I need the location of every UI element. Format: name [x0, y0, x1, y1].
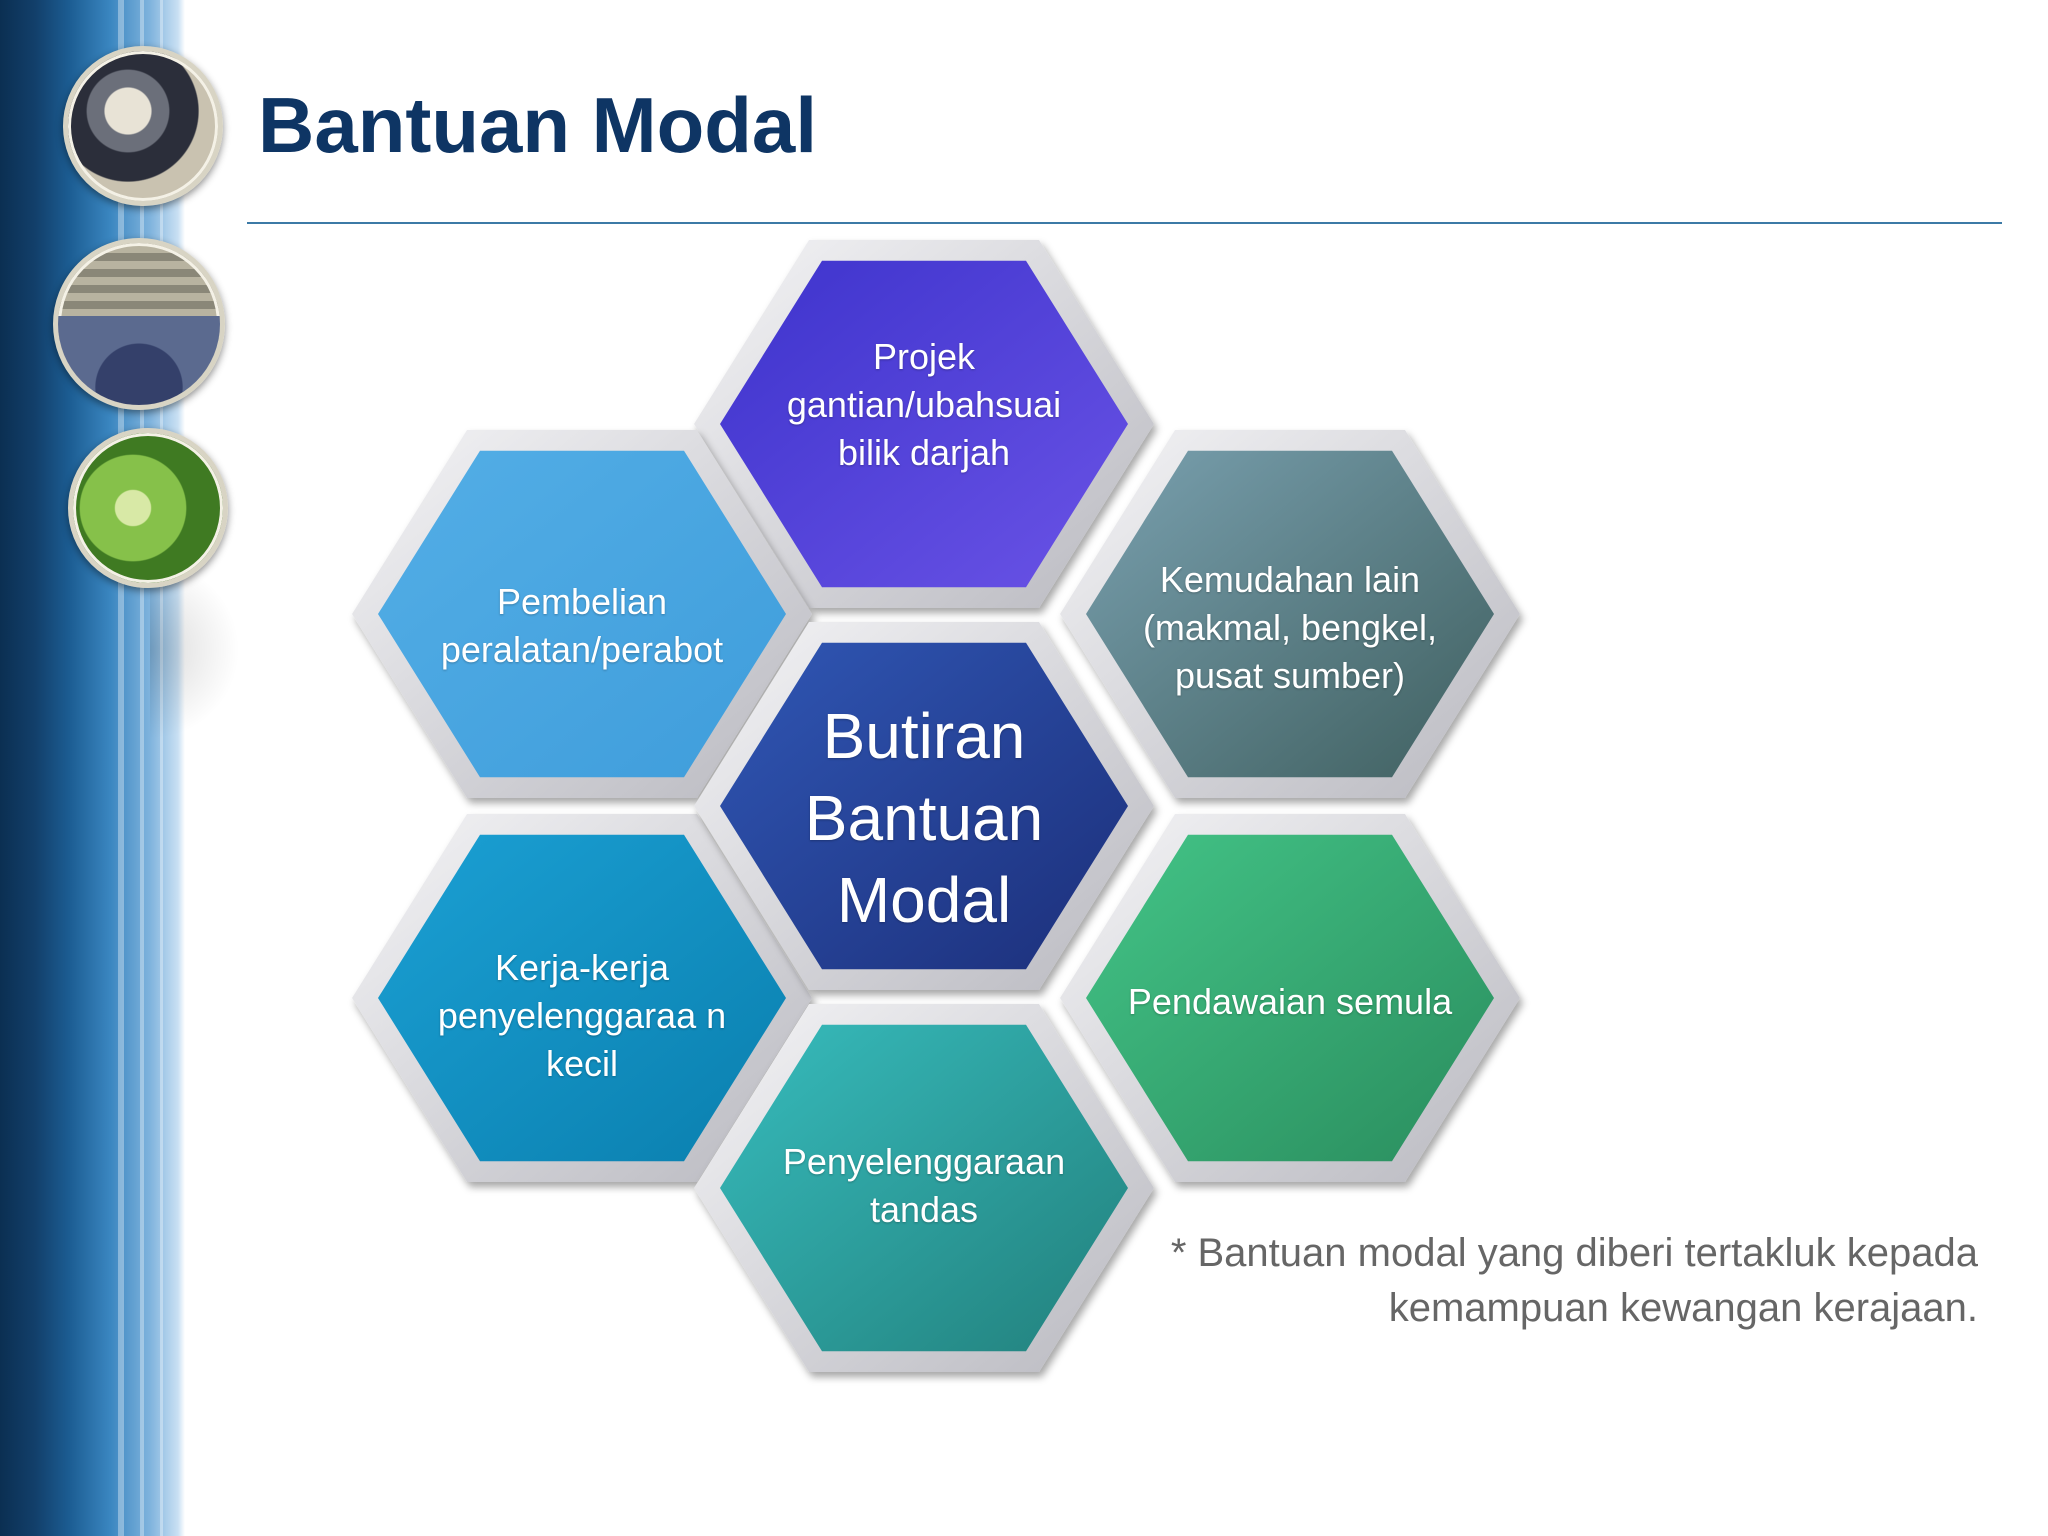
- hex-center: [694, 622, 1154, 990]
- sidebar-shadow: [150, 560, 240, 740]
- hex-top-fill: [720, 260, 1128, 588]
- hex-upper-left: [352, 430, 812, 798]
- sidebar-stripe: [140, 0, 144, 1536]
- hex-bottom-label: Penyelenggaraan tandas: [782, 1141, 1066, 1230]
- hex-top: [694, 240, 1154, 608]
- title-divider: [247, 222, 2002, 224]
- footnote: * Bantuan modal yang diberi tertakluk ke…: [1170, 1231, 1978, 1330]
- hex-upper-left-fill: [378, 450, 786, 778]
- hex-lower-left: [352, 814, 812, 1182]
- hex-upper-left-label: Pembelian peralatan/perabot: [440, 581, 724, 670]
- hex-lower-right-fill: [1086, 834, 1494, 1162]
- hex-top-label: Projek gantian/ubahsuai bilik darjah: [786, 336, 1062, 473]
- hex-lower-right: [1060, 814, 1520, 1182]
- hex-lower-left-label: Kerja-kerja penyelenggaraa n kecil: [437, 947, 727, 1084]
- hex-bottom-fill: [720, 1024, 1128, 1352]
- nature-photo: [68, 428, 228, 588]
- hex-center-label: Butiran Bantuan Modal: [804, 700, 1044, 936]
- hex-center-fill: [720, 642, 1128, 970]
- school-assembly-photo: [53, 238, 225, 410]
- hex-lower-left-fill: [378, 834, 786, 1162]
- hex-upper-right-fill: [1086, 450, 1494, 778]
- hex-lower-right-label: Pendawaian semula: [1127, 981, 1453, 1022]
- ceremony-photo: [63, 46, 223, 206]
- sidebar-stripe: [160, 0, 163, 1536]
- hex-upper-right-label: Kemudahan lain (makmal, bengkel, pusat s…: [1142, 559, 1438, 696]
- hex-bottom: [694, 1004, 1154, 1372]
- page-title: Bantuan Modal: [258, 81, 817, 169]
- hex-upper-right: [1060, 430, 1520, 798]
- sidebar-stripe: [118, 0, 124, 1536]
